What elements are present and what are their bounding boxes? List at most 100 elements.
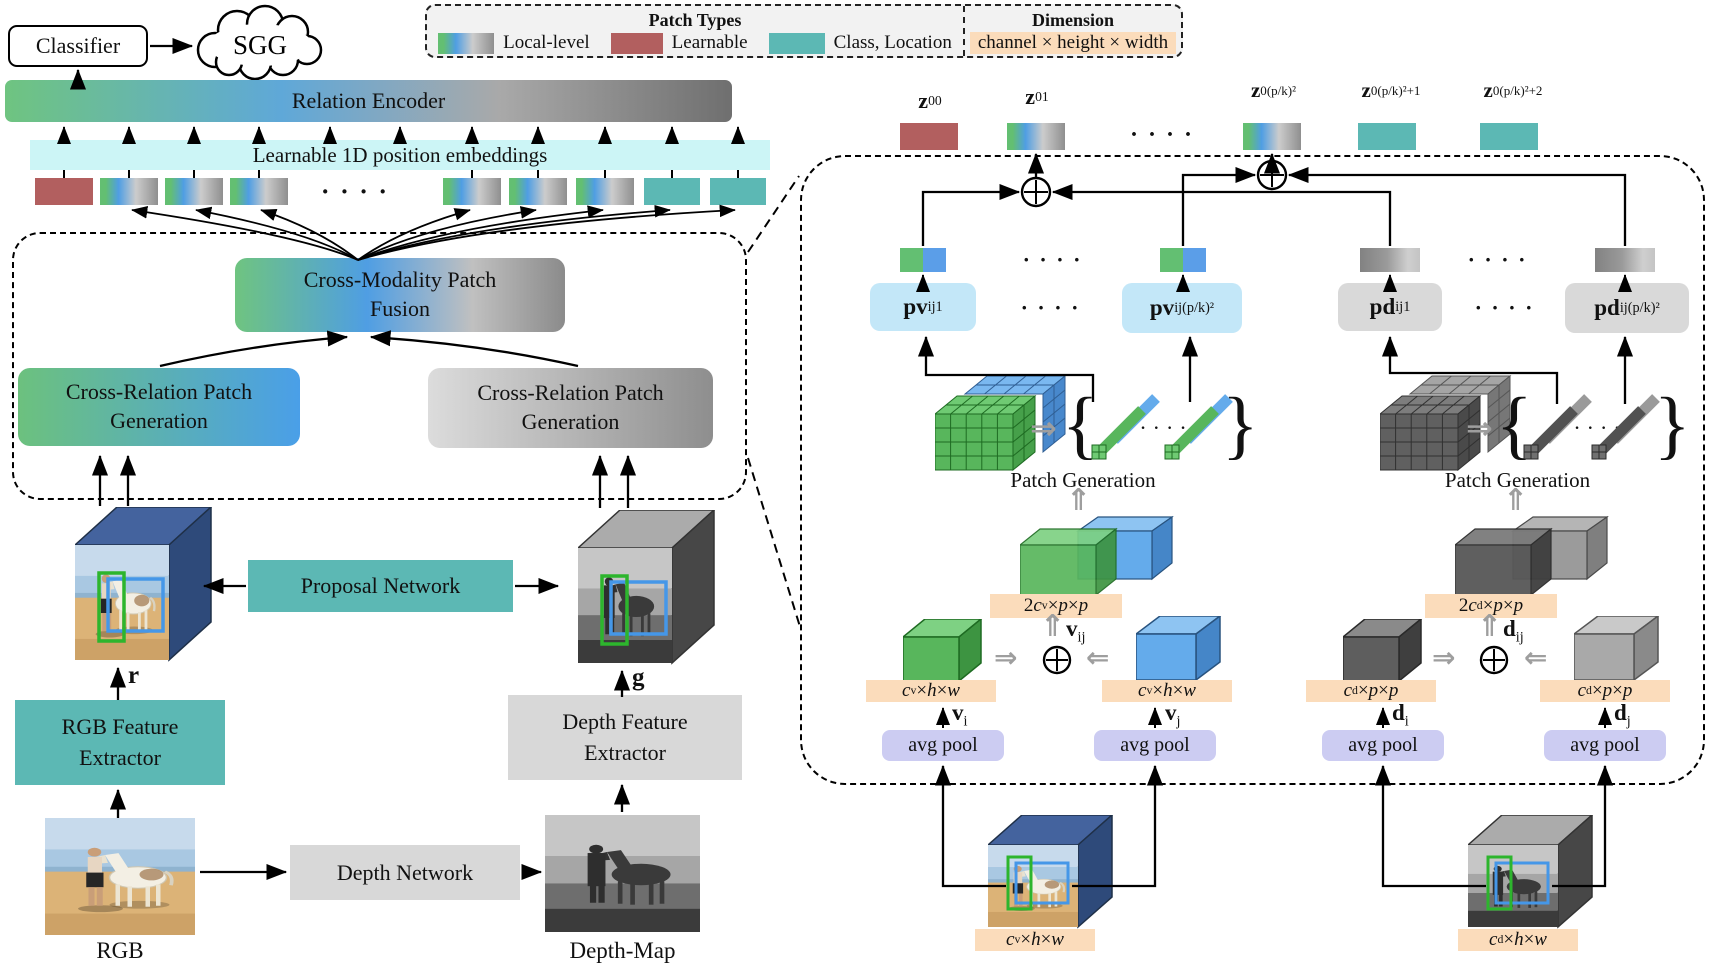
- zpk-token: [1243, 123, 1301, 150]
- embedding-to-encoder-arrows: [57, 126, 745, 144]
- depth-network-box: Depth Network: [290, 845, 520, 900]
- token-class-2: [710, 178, 766, 205]
- person-bbox-depth: [600, 574, 629, 646]
- horse-bbox-depth: [609, 580, 668, 636]
- token-local-4: [443, 178, 501, 205]
- fusion-line2: Fusion: [370, 296, 430, 321]
- gen-rgb-line2: Generation: [110, 408, 208, 433]
- sgg-cloud: SGG: [196, 4, 323, 81]
- zpk1-token: [1358, 123, 1416, 150]
- avg-pool-vi: avg pool: [882, 730, 1004, 761]
- depth-patchgen-up-arrow-icon: ⇑: [1503, 483, 1529, 518]
- local-level-swatch: [438, 32, 495, 54]
- di-merge-arrow-icon: ⇒: [1432, 641, 1456, 674]
- rgb-caption: RGB: [96, 938, 144, 963]
- token-class-1: [644, 178, 700, 205]
- depth-feature-cube: [578, 510, 716, 665]
- vi-label: vi: [952, 700, 968, 730]
- gen-depth-line2: Generation: [521, 409, 620, 434]
- token-local-5: [509, 178, 567, 205]
- depth-brace-left: {: [1496, 383, 1533, 467]
- dimension-formula: channel × height × width: [969, 32, 1177, 54]
- rgb-brace-left: {: [1062, 383, 1099, 467]
- token-learnable: [35, 178, 93, 205]
- depth-extractor-line2: Extractor: [584, 739, 666, 765]
- rgb-bottom-cube: [988, 815, 1114, 929]
- fused-pv-patch-1: [900, 248, 946, 272]
- depth-map-caption: Depth-Map: [569, 938, 676, 963]
- fusion-line1: Cross-Modality Patch: [303, 267, 497, 293]
- vj-merge-arrow-icon: ⇐: [1086, 641, 1110, 674]
- z1-token: [1007, 123, 1065, 150]
- token-local-1: [100, 178, 158, 205]
- person-bbox-bottom: [1006, 855, 1033, 911]
- token-local-3: [230, 178, 288, 205]
- rgb-feature-cube: [75, 507, 213, 662]
- di-cube: [1343, 619, 1423, 681]
- legend-dimension-title: Dimension: [1031, 10, 1114, 30]
- vj-cube: [1136, 616, 1222, 680]
- rgb-extractor-line1: RGB Feature: [61, 713, 179, 739]
- pv-box-ellipsis: · · · ·: [1020, 294, 1081, 320]
- relation-encoder: Relation Encoder: [5, 80, 732, 122]
- di-label: di: [1392, 700, 1409, 730]
- classifier-box: Classifier: [8, 25, 148, 67]
- avg-pool-vj: avg pool: [1094, 730, 1216, 761]
- rgb-feature-extractor-box: RGB Feature Extractor: [15, 700, 225, 785]
- legend: Patch Types Local-level Learnable Class,…: [425, 4, 1183, 58]
- vij-up-arrow-icon: ⇑: [1040, 609, 1066, 644]
- depth-map-image: [545, 815, 700, 932]
- dij-label: dij: [1503, 616, 1524, 646]
- cross-modality-fusion-box: Cross-Modality Patch Fusion: [235, 258, 565, 332]
- dij-cuboid: [1455, 515, 1609, 597]
- z-ellipsis: · · · ·: [1129, 121, 1194, 148]
- local-level-label: Local-level: [503, 32, 590, 53]
- dj-cube: [1574, 616, 1660, 680]
- gen-rgb-line1: Cross-Relation Patch: [65, 379, 253, 405]
- g-label: g: [632, 664, 645, 691]
- avg-pool-di: avg pool: [1322, 730, 1444, 761]
- horse-bbox-bottom: [1014, 861, 1070, 905]
- class-location-swatch: [768, 32, 825, 54]
- vj-label: vj: [1165, 700, 1181, 730]
- learnable-label: Learnable: [671, 32, 748, 53]
- pd-box-ellipsis: · · · ·: [1474, 294, 1535, 320]
- legend-dimension: Dimension channel × height × width: [963, 6, 1181, 56]
- depth-grid-cube: [1380, 374, 1512, 472]
- vij-label: vij: [1066, 616, 1086, 646]
- cross-relation-gen-depth-box: Cross-Relation Patch Generation: [428, 368, 713, 448]
- depth-bottom-cube: [1468, 815, 1594, 929]
- z0-token: [900, 123, 958, 150]
- depth-extractor-line1: Depth Feature: [562, 708, 688, 734]
- horse-bbox: [106, 577, 165, 633]
- token-to-embedding-stubs: [63, 170, 739, 178]
- rgb-brace-right: }: [1222, 383, 1259, 467]
- vij-cuboid: [1020, 515, 1174, 597]
- rgb-input-image: [45, 818, 195, 935]
- depth-feature-extractor-box: Depth Feature Extractor: [508, 695, 742, 780]
- token-ellipsis: · · · ·: [320, 176, 390, 206]
- dij-up-arrow-icon: ⇑: [1477, 609, 1503, 644]
- pd-patch-ellipsis: · · · ·: [1467, 246, 1528, 272]
- person-bbox-bottom-depth: [1486, 855, 1513, 911]
- depth-bars-ellipsis: · · · ·: [1574, 420, 1622, 437]
- sgg-label: SGG: [233, 30, 287, 60]
- fused-pd-patch-2: [1595, 248, 1655, 272]
- vi-merge-arrow-icon: ⇒: [994, 641, 1018, 674]
- avg-pool-dj: avg pool: [1544, 730, 1666, 761]
- dj-label: dj: [1614, 700, 1631, 730]
